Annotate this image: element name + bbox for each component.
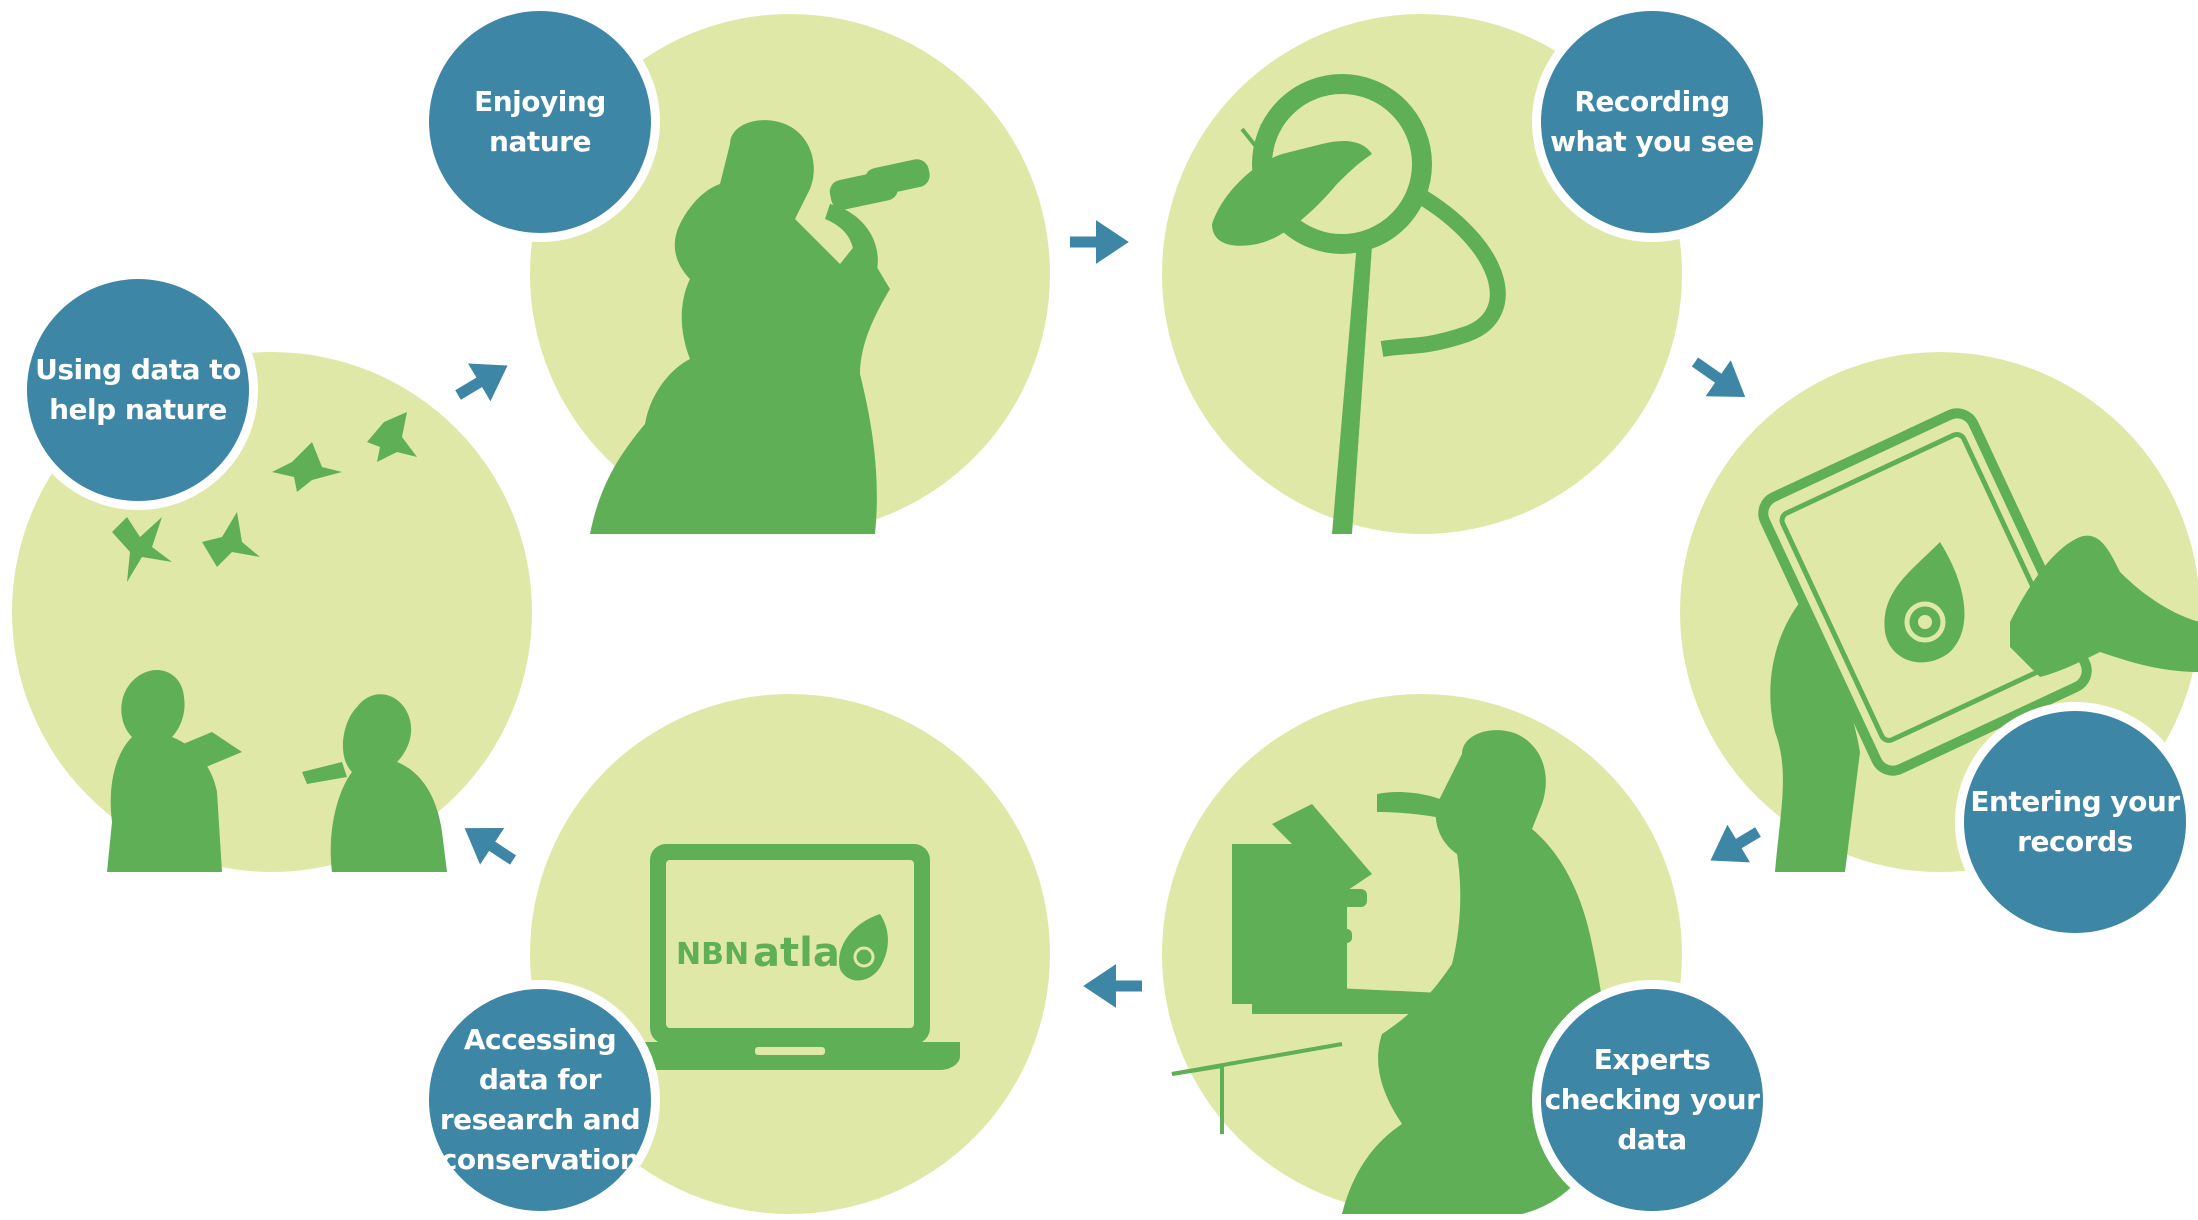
stage-label: Experts checking your data bbox=[1532, 980, 1772, 1220]
birds-people-icon bbox=[107, 367, 447, 872]
stage-accessing-data: NBN atlas Accessing data for research an… bbox=[420, 694, 1050, 1220]
arrow-recording-to-entering bbox=[1691, 357, 1746, 398]
laptop-atlas-icon: NBN atlas bbox=[620, 844, 960, 1070]
stage-label: Enjoying nature bbox=[420, 2, 660, 242]
nbn-logo-text: NBN bbox=[676, 937, 749, 972]
stage-label-text: Entering your records bbox=[1970, 785, 2180, 858]
stage-experts-checking: Experts checking your data bbox=[1162, 694, 1772, 1220]
stage-using-data: Using data to help nature bbox=[12, 270, 532, 872]
arrow-accessing-to-using bbox=[464, 827, 517, 865]
stage-label: Recording what you see bbox=[1532, 2, 1772, 242]
arrow-using-to-enjoying bbox=[455, 363, 508, 402]
stage-label-text: Experts checking your data bbox=[1544, 1043, 1760, 1156]
stage-recording: Recording what you see bbox=[1162, 2, 1772, 534]
stage-label-text: Using data to help nature bbox=[35, 353, 241, 426]
stage-label-text: Recording what you see bbox=[1550, 85, 1754, 158]
stage-entering-records: Entering your records bbox=[1680, 352, 2198, 942]
stage-label: Accessing data for research and conserva… bbox=[420, 980, 660, 1220]
stage-enjoying-nature: Enjoying nature bbox=[420, 2, 1050, 534]
stage-label-text: Enjoying nature bbox=[474, 85, 606, 158]
stage-label-text: Accessing data for research and conserva… bbox=[439, 1023, 641, 1176]
magnifier-butterfly-icon bbox=[1212, 74, 1506, 534]
binoculars-person-icon bbox=[590, 120, 930, 534]
tablet-app-icon bbox=[1758, 408, 2198, 872]
stage-label: Using data to help nature bbox=[18, 270, 258, 510]
stage-label: Entering your records bbox=[1955, 702, 2195, 942]
arrow-entering-to-experts bbox=[1710, 824, 1761, 863]
